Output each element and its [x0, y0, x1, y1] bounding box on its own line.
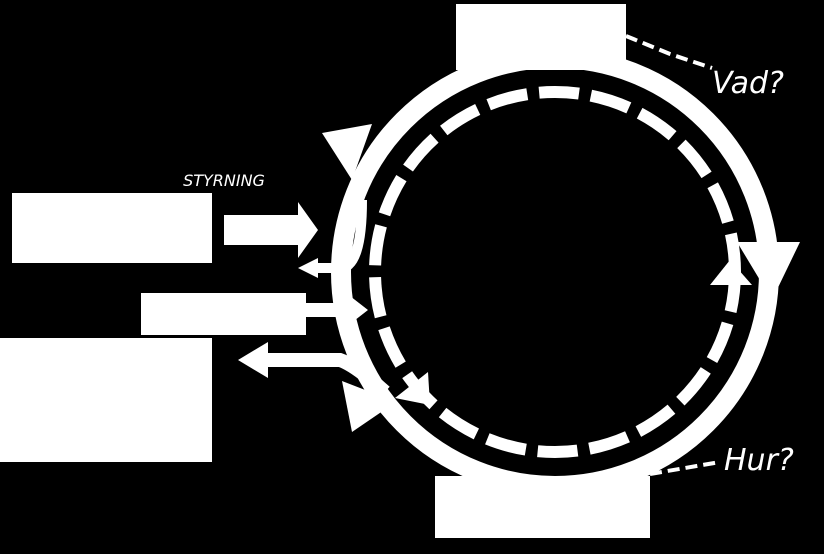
inner-ring-arrowhead-right — [710, 260, 752, 285]
outer-ring-arrowhead-right — [737, 242, 800, 300]
middle-input-arrow — [306, 296, 368, 324]
lower-output-connector — [268, 353, 390, 398]
left-upper-box — [12, 193, 212, 263]
outer-ring-arrowhead-top-left — [322, 124, 372, 180]
outer-ring-arrowhead-bottom-left — [342, 381, 396, 432]
inner-ring-connector-upper — [318, 199, 367, 273]
vad-leader-line — [625, 34, 713, 70]
bottom-box — [435, 476, 650, 538]
top-box — [456, 4, 626, 70]
styrning-input-arrow — [224, 202, 318, 258]
vad-label: Vad? — [712, 66, 784, 101]
styrning-label: STYRNING — [183, 171, 265, 190]
small-left-arrow-upper — [298, 258, 318, 278]
hur-leader-line — [649, 460, 721, 476]
left-lower-box — [0, 338, 212, 462]
inner-ring-arrowhead-bottom — [395, 372, 430, 405]
outer-cycle-ring — [331, 48, 779, 496]
lower-output-arrow — [238, 342, 268, 378]
left-middle-box — [141, 293, 306, 335]
hur-label: Hur? — [724, 443, 794, 478]
